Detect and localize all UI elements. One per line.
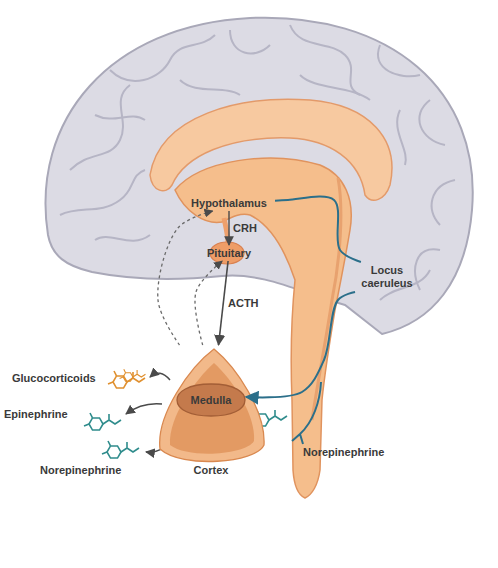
brain-region: Hypothalamus [183,195,275,211]
gyrus-line [300,75,370,100]
hormone-label: Glucocorticoids [12,372,96,384]
connector [219,261,229,345]
gland-outline [170,363,254,454]
gyrus-line [419,100,445,145]
connector [246,292,355,397]
hormone-label: Norepinephrine [303,446,384,458]
edge-label: ACTH [228,297,259,309]
gyrus-line [70,85,130,170]
central-canal [312,178,341,420]
pituitary-stalk [224,218,228,242]
gyrus-line [60,170,145,215]
gyrus-line [180,80,240,95]
release-arrow [150,373,170,380]
gyrus-line [95,235,150,241]
connector [158,211,213,345]
gyrus-line [378,45,420,76]
brain-nucleus: Locus caeruleus [352,262,422,292]
hormone-label: Norepinephrine [40,464,121,476]
release-arrow [126,404,162,414]
molecule-icon [120,369,146,381]
connector [275,196,361,262]
connector [195,261,222,345]
gyrus-line [110,35,215,81]
node-text: Medulla [191,394,232,407]
node-text: Hypothalamus [191,197,267,210]
gland-outline [177,384,245,416]
gyrus-line [415,249,440,290]
adrenal-gland: Cortex Medulla [152,345,270,477]
nerve-terminal [292,382,321,444]
gyrus-line [432,180,455,225]
gland-outline [160,349,264,461]
hormone-label: Epinephrine [4,408,68,420]
gland-label: Pituitary [199,245,259,261]
node-text: Pituitary [207,247,251,260]
molecule-icon [84,413,121,430]
gyrus-line [95,115,145,120]
gyrus-line [397,110,406,165]
gyrus-line [290,25,360,95]
connector [228,211,229,245]
adrenal-medulla: Medulla [176,383,246,417]
edge-label: CRH [233,222,257,234]
gyrus-line [230,30,270,53]
node-text: Cortex [152,464,270,477]
node-text: Locus caeruleus [352,264,422,290]
molecule-icon [108,371,145,388]
molecule-icon [102,441,139,458]
